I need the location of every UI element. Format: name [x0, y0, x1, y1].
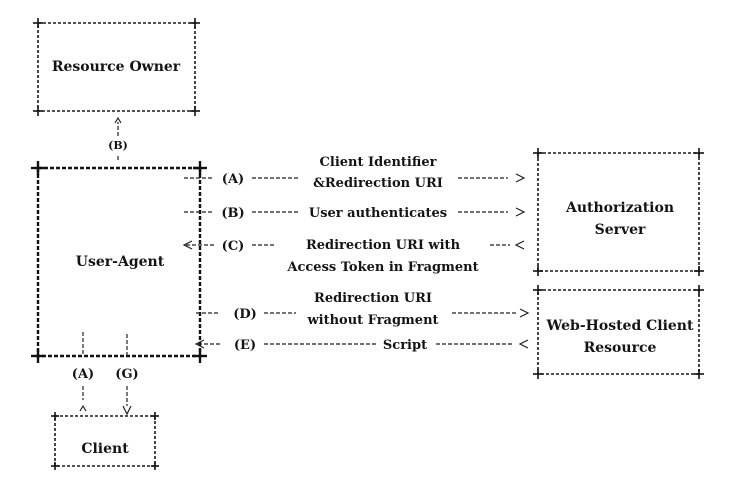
flow-a-line2: &Redirection URI	[313, 176, 443, 191]
flow-d-line1: Redirection URI	[314, 291, 432, 306]
resource-owner-box: Resource Owner	[33, 18, 200, 116]
web-hosted-client-label-line2: Resource	[584, 340, 657, 356]
flow-d-line2: without Fragment	[306, 313, 438, 328]
web-hosted-client-resource-box: Web-Hosted Client Resource	[533, 285, 704, 379]
flow-b: (B) User authenticates	[184, 206, 526, 221]
flow-b-step: (B)	[221, 206, 244, 221]
user-agent-box: User-Agent	[31, 161, 207, 363]
flow-a-line1: Client Identifier	[320, 155, 437, 170]
flow-d-step: (D)	[233, 307, 257, 322]
flow-a-step: (A)	[222, 172, 244, 187]
resource-owner-label: Resource Owner	[52, 59, 181, 75]
flow-a: (A) Client Identifier &Redirection URI	[184, 155, 526, 191]
client-label: Client	[81, 441, 129, 457]
authorization-server-label-line2: Server	[595, 222, 646, 238]
flow-b-owner: (B)	[108, 116, 128, 160]
web-hosted-client-label-line1: Web-Hosted Client	[546, 318, 694, 334]
flow-e-step: (E)	[234, 338, 256, 353]
flow-client-g-step: (G)	[115, 367, 138, 382]
flow-b-owner-step: (B)	[108, 139, 128, 152]
user-agent-label: User-Agent	[76, 254, 165, 270]
flow-c-line2: Access Token in Fragment	[286, 260, 478, 275]
authorization-server-box: Authorization Server	[533, 148, 704, 276]
flow-d: (D) Redirection URI without Fragment	[196, 291, 530, 328]
flow-b-line1: User authenticates	[309, 206, 447, 221]
flow-c-line1: Redirection URI with	[306, 238, 461, 253]
flow-client-a-step: (A)	[72, 367, 94, 382]
flow-client-g: (G)	[115, 334, 139, 416]
client-box: Client	[51, 412, 159, 470]
flow-e: (E) Script	[194, 338, 529, 353]
flow-c-step: (C)	[222, 239, 245, 254]
authorization-server-label-line1: Authorization	[565, 200, 674, 216]
flow-client-a: (A)	[72, 332, 94, 412]
flow-e-line1: Script	[383, 338, 427, 353]
flow-c: (C) Redirection URI with Access Token in…	[182, 238, 525, 275]
